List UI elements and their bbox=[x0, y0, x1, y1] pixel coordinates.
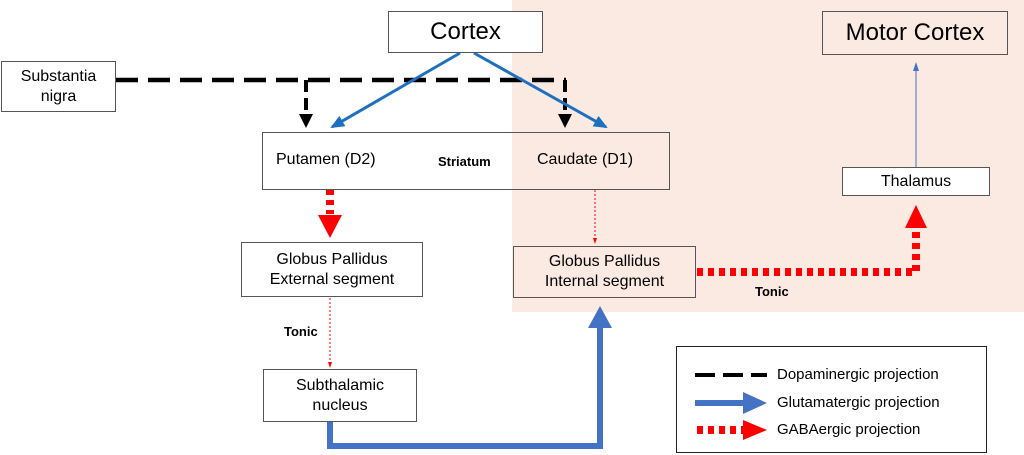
legend-gabaergic-swatch bbox=[697, 420, 767, 440]
legend-dopaminergic-label: Dopaminergic projection bbox=[777, 366, 939, 383]
cortex-label: Cortex bbox=[430, 18, 501, 45]
caudate-label: Caudate (D1) bbox=[537, 151, 634, 168]
subthalamic-node: Subthalamic nucleus bbox=[263, 369, 417, 422]
gaba-gpe-stn bbox=[328, 298, 332, 368]
motor-cortex-label: Motor Cortex bbox=[845, 19, 985, 46]
substantia-nigra-line2: nigra bbox=[40, 87, 77, 105]
striatum-white-half bbox=[263, 133, 512, 189]
gaba-caudate-gpi bbox=[593, 190, 597, 244]
thalamus-motor-projection bbox=[913, 62, 919, 167]
substantia-nigra-line1: Substantia bbox=[20, 67, 97, 85]
subthalamic-line2: nucleus bbox=[312, 396, 368, 414]
gp-external-line2: External segment bbox=[269, 270, 395, 288]
dopaminergic-projection bbox=[116, 77, 572, 128]
gaba-putamen-gpe bbox=[318, 190, 342, 238]
gp-internal-node: Globus Pallidus Internal segment bbox=[513, 246, 696, 298]
striatum-node bbox=[262, 132, 670, 190]
striatum-label: Striatum bbox=[438, 154, 491, 169]
motor-cortex-node: Motor Cortex bbox=[822, 11, 1008, 55]
gp-internal-line1: Globus Pallidus bbox=[548, 253, 661, 270]
tonic-label-right: Tonic bbox=[755, 284, 789, 299]
gaba-gpi-thalamus bbox=[697, 205, 927, 276]
gp-internal-line2: Internal segment bbox=[544, 273, 665, 290]
putamen-label: Putamen (D2) bbox=[276, 151, 376, 168]
thalamus-label: Thalamus bbox=[880, 172, 952, 190]
subthalamic-line1: Subthalamic bbox=[295, 376, 385, 394]
tonic-label-left: Tonic bbox=[284, 324, 318, 339]
legend-swatches bbox=[695, 373, 767, 440]
legend-gabaergic-label: GABAergic projection bbox=[777, 421, 921, 438]
cortex-striatum-projection bbox=[330, 51, 608, 129]
thalamus-node: Thalamus bbox=[842, 167, 990, 196]
legend-glutamatergic-swatch bbox=[695, 392, 767, 414]
legend: Dopaminergic projection Glutamatergic pr… bbox=[676, 346, 987, 453]
gp-external-node: Globus Pallidus External segment bbox=[241, 242, 423, 297]
glutamate-stn-gpi bbox=[327, 306, 612, 449]
substantia-nigra-node: Substantia nigra bbox=[1, 61, 116, 112]
gp-external-line1: Globus Pallidus bbox=[276, 250, 388, 268]
legend-glutamatergic-label: Glutamatergic projection bbox=[777, 394, 940, 411]
cortex-node: Cortex bbox=[388, 11, 543, 53]
